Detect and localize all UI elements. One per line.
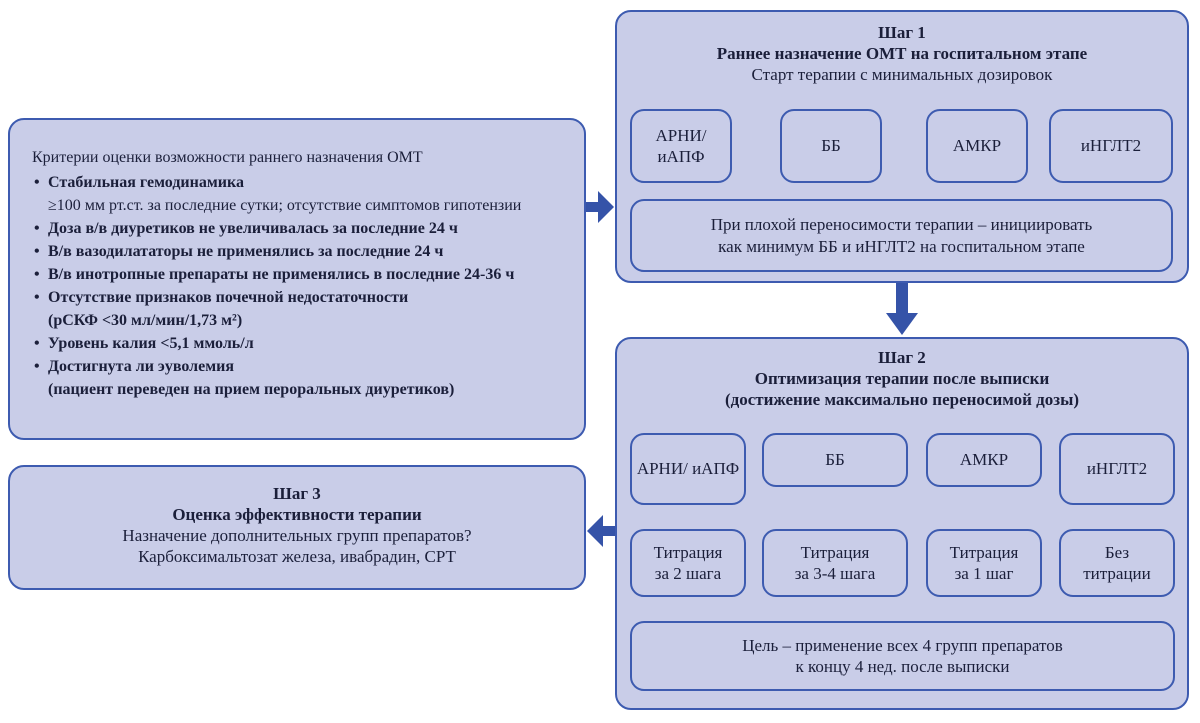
titration-line2: титрации xyxy=(1083,564,1151,583)
drug-label: ББ xyxy=(825,450,845,470)
criteria-item-title: Доза в/в диуретиков не увеличивалась за … xyxy=(48,220,458,237)
step1-note-line2: как минимум ББ и иНГЛТ2 на госпитальном … xyxy=(718,236,1085,256)
criteria-item-title: Стабильная гемодинамика xyxy=(48,174,244,191)
drug-label: иНГЛТ2 xyxy=(1080,136,1142,156)
arrow-to-step2 xyxy=(886,283,918,335)
criteria-item-title: В/в вазодилататоры не применялись за пос… xyxy=(48,243,444,260)
step1-drug-amkr: АМКР xyxy=(926,109,1028,183)
drug-label: иНГЛТ2 xyxy=(1086,459,1148,479)
step2-goal-line1: Цель – применение всех 4 групп препарато… xyxy=(742,635,1063,655)
criteria-item: В/в вазодилататоры не применялись за пос… xyxy=(32,240,584,263)
step3-box: Шаг 3 Оценка эффективности терапии Назна… xyxy=(8,465,586,590)
step2-box: Шаг 2 Оптимизация терапии после выписки … xyxy=(615,337,1189,710)
arrow-to-step1 xyxy=(586,191,614,223)
drug-label: АРНИ/ иАПФ xyxy=(655,125,707,166)
step1-header: Шаг 1 Раннее назначение ОМТ на госпиталь… xyxy=(617,22,1187,85)
drug-label: АМКР xyxy=(959,450,1009,470)
step1-title: Раннее назначение ОМТ на госпитальном эт… xyxy=(716,44,1088,63)
step3-label: Шаг 3 xyxy=(273,484,321,503)
titration-line1: Титрация xyxy=(653,542,723,562)
criteria-item-title: Уровень калия <5,1 ммоль/л xyxy=(48,335,254,352)
criteria-item: Доза в/в диуретиков не увеличивалась за … xyxy=(32,217,584,240)
titration-line2: за 2 шага xyxy=(654,564,722,583)
titration-line1: Без xyxy=(1104,542,1130,562)
criteria-list: Стабильная гемодинамика ≥100 мм рт.ст. з… xyxy=(32,171,584,401)
step1-box: Шаг 1 Раннее назначение ОМТ на госпиталь… xyxy=(615,10,1189,283)
step3-title: Оценка эффективности терапии xyxy=(172,505,422,524)
step2-label: Шаг 2 xyxy=(878,348,926,367)
step2-drug-arni: АРНИ/ иАПФ xyxy=(630,433,746,505)
step3-line1: Назначение дополнительных групп препарат… xyxy=(122,526,472,545)
criteria-item-title: В/в инотропные препараты не применялись … xyxy=(48,266,515,283)
titration-line2: за 1 шаг xyxy=(954,564,1014,583)
step2-titration-bb: Титрация за 3-4 шага xyxy=(762,529,908,597)
criteria-heading: Критерии оценки возможности раннего назн… xyxy=(32,149,423,166)
titration-line1: Титрация xyxy=(949,542,1019,562)
step3-line2: Карбоксимальтозат железа, ивабрадин, СРТ xyxy=(138,547,456,566)
criteria-item-title: Достигнута ли эуволемия xyxy=(48,358,235,375)
step2-header: Шаг 2 Оптимизация терапии после выписки … xyxy=(617,347,1187,410)
criteria-item-note: ≥100 мм рт.ст. за последние сутки; отсут… xyxy=(48,197,522,214)
step2-drug-amkr: АМКР xyxy=(926,433,1042,487)
step1-label: Шаг 1 xyxy=(878,23,926,42)
drug-label: АРНИ/ иАПФ xyxy=(636,459,740,479)
step1-drug-ingl: иНГЛТ2 xyxy=(1049,109,1173,183)
criteria-item: Достигнута ли эуволемия (пациент перевед… xyxy=(32,355,584,401)
criteria-item: В/в инотропные препараты не применялись … xyxy=(32,263,584,286)
step1-note: При плохой переносимости терапии – иници… xyxy=(630,199,1173,272)
step1-note-line1: При плохой переносимости терапии – иници… xyxy=(710,215,1093,235)
drug-label: АМКР xyxy=(952,136,1002,156)
criteria-box: Критерии оценки возможности раннего назн… xyxy=(8,118,586,440)
step1-subtitle: Старт терапии с минимальных дозировок xyxy=(751,65,1053,84)
arrow-to-step3 xyxy=(587,515,615,547)
step2-goal: Цель – применение всех 4 групп препарато… xyxy=(630,621,1175,691)
criteria-item-title-cont: (пациент переведен на прием пероральных … xyxy=(48,381,455,398)
criteria-item-title-cont: (рСКФ <30 мл/мин/1,73 м²) xyxy=(48,312,243,329)
step2-drug-bb: ББ xyxy=(762,433,908,487)
step1-drug-bb: ББ xyxy=(780,109,882,183)
criteria-item: Отсутствие признаков почечной недостаточ… xyxy=(32,286,584,332)
step2-title-line1: Оптимизация терапии после выписки xyxy=(754,369,1050,388)
step2-goal-line2: к концу 4 нед. после выписки xyxy=(795,657,1010,676)
criteria-item: Стабильная гемодинамика ≥100 мм рт.ст. з… xyxy=(32,171,584,217)
titration-line1: Титрация xyxy=(800,542,870,562)
step2-title-line2: (достижение максимально переносимой дозы… xyxy=(724,390,1080,409)
step2-titration-amkr: Титрация за 1 шаг xyxy=(926,529,1042,597)
criteria-item: Уровень калия <5,1 ммоль/л xyxy=(32,332,584,355)
step1-drug-arni: АРНИ/ иАПФ xyxy=(630,109,732,183)
titration-line2: за 3-4 шага xyxy=(794,564,876,583)
step2-drug-ingl: иНГЛТ2 xyxy=(1059,433,1175,505)
drug-label: ББ xyxy=(821,136,841,156)
criteria-item-title: Отсутствие признаков почечной недостаточ… xyxy=(48,289,409,306)
step2-titration-ingl: Без титрации xyxy=(1059,529,1175,597)
step3-content: Шаг 3 Оценка эффективности терапии Назна… xyxy=(10,483,584,567)
step2-titration-arni: Титрация за 2 шага xyxy=(630,529,746,597)
